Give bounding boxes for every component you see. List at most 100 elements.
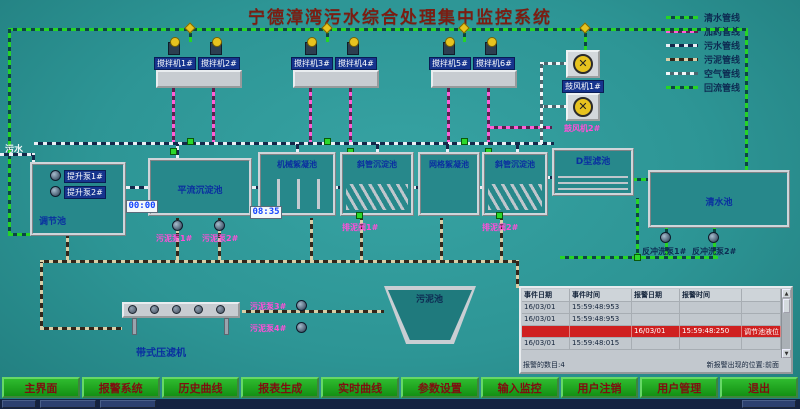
nav-button-user-mgmt[interactable]: 用户管理 [640,377,719,398]
alarm-row-active[interactable]: 16/03/01 15:59:48:250 调节池液位 [522,326,781,338]
mixer-icon[interactable] [443,37,455,55]
scroll-down-icon[interactable]: ▼ [782,349,791,358]
pump-icon[interactable] [296,300,307,311]
column-header[interactable]: 报警日期 [632,289,680,301]
pump-icon[interactable] [172,220,183,231]
pump-label[interactable]: 反冲洗泵2# [692,247,737,256]
pump-label[interactable]: 污泥泵1# [156,234,193,243]
mixer-icon[interactable] [210,37,222,55]
mixer-label[interactable]: 搅拌机6# [473,57,515,70]
taskbar-item[interactable] [40,400,96,408]
valve-icon[interactable] [187,138,194,145]
roller-icon [194,305,203,314]
pump-label[interactable]: 提升泵2# [64,186,106,199]
cell [570,326,632,337]
alarm-position: 新报警出现的位置:前面 [706,361,779,369]
blower-label[interactable]: 鼓风机1# [562,80,604,93]
column-header[interactable] [742,289,781,301]
valve-icon[interactable] [356,212,363,219]
valve-icon[interactable] [496,212,503,219]
sludge-pipe [440,218,443,260]
nav-button-exit[interactable]: 退出 [720,377,798,398]
mixer-icon[interactable] [168,37,180,55]
pump-icon[interactable] [214,220,225,231]
sludge-pipe [40,327,122,330]
mixer-label[interactable]: 搅拌机1# [154,57,196,70]
valve-icon[interactable] [170,148,177,155]
clear-water-pipe [8,28,748,31]
pump-label[interactable]: 污泥泵2# [202,234,239,243]
alarm-grid: 事件日期 事件时间 报警日期 报警时间 16/03/01 15:59:48:95… [522,289,781,350]
mixer-label[interactable]: 搅拌机5# [429,57,471,70]
legend-row: 污泥管线 [666,52,794,66]
alarm-row[interactable]: 16/03/01 15:59:48:953 [522,302,781,314]
pump-icon[interactable] [660,232,671,243]
tube-media-icon [488,184,542,210]
pump-label[interactable]: 污泥泵3# [250,302,287,311]
mixer-icon[interactable] [347,37,359,55]
alarm-footer: 报警的数目:4 新报警出现的位置:前面 [523,360,779,370]
sludge-pipe [176,218,179,260]
air-pipe [540,105,568,108]
pump-icon[interactable] [296,322,307,333]
mixer-label[interactable]: 搅拌机2# [198,57,240,70]
mixer-icon[interactable] [305,37,317,55]
pump-icon[interactable] [50,170,61,181]
nav-button-parameters[interactable]: 参数设置 [400,377,479,398]
column-header[interactable]: 事件日期 [522,289,570,301]
cell: 15:59:48:250 [680,326,742,337]
pump-icon[interactable] [708,232,719,243]
nav-button-alarm-system[interactable]: 报警系统 [81,377,160,398]
valve-icon[interactable] [634,254,641,261]
sewage-pipe [412,186,420,189]
tank-label: D型滤池 [575,157,611,167]
nav-button-main[interactable]: 主界面 [2,377,80,398]
blower-label[interactable]: 鼓风机2# [564,124,601,133]
valve-icon[interactable] [461,138,468,145]
alarm-row[interactable]: 16/03/01 15:59:48:953 [522,314,781,326]
dosing-pipe [447,88,450,144]
pump-label[interactable]: 提升泵1# [64,170,106,183]
pump-label[interactable]: 反冲洗泵1# [642,247,687,256]
press-leg [132,318,137,335]
mixer-label[interactable]: 搅拌机3# [291,57,333,70]
sludge-pipe [40,260,518,263]
valve-label[interactable]: 排泥阀2# [482,223,519,232]
system-tray[interactable] [742,400,796,408]
nav-button-logout[interactable]: 用户注销 [560,377,639,398]
legend-label: 污水管线 [704,41,741,52]
valve-label[interactable]: 排泥阀1# [342,223,379,232]
sludge-pipe [40,262,43,330]
clear-water-pipe [584,31,587,51]
regulation-tank: 调节池 [30,162,126,236]
pump-label[interactable]: 污泥泵4# [250,324,287,333]
nav-button-input-monitor[interactable]: 输入监控 [480,377,559,398]
nav-button-report[interactable]: 报表生成 [241,377,320,398]
blower-icon[interactable]: ✕ [566,93,600,121]
dosing-line-icon [666,29,698,33]
sludge-pipe [310,218,313,260]
nav-button-realtime-curve[interactable]: 实时曲线 [321,377,399,398]
taskbar-item[interactable] [100,400,156,408]
scroll-up-icon[interactable]: ▲ [782,289,791,298]
column-header[interactable]: 事件时间 [570,289,632,301]
legend-row: 加药管线 [666,24,794,38]
cell: 调节池液位 [744,326,781,337]
start-button[interactable] [2,400,36,408]
blower-icon[interactable]: ✕ [566,50,600,78]
mixer-icon[interactable] [485,37,497,55]
tank-label: 平流沉淀池 [177,186,223,196]
clear-water-pipe [632,178,648,181]
valve-icon[interactable] [324,138,331,145]
scroll-thumb[interactable] [783,299,790,313]
mixer-label[interactable]: 搅拌机4# [335,57,377,70]
sewage-pipe [296,144,299,153]
column-header[interactable]: 报警时间 [680,289,742,301]
cell [522,326,570,337]
nav-button-history-curve[interactable]: 历史曲线 [161,377,240,398]
legend-row: 污水管线 [666,38,794,52]
cell: 16/03/01 [522,302,570,313]
alarm-scrollbar[interactable]: ▲ ▼ [781,289,791,358]
pump-icon[interactable] [50,186,61,197]
alarm-row[interactable]: 16/03/01 15:59:48:015 [522,338,781,350]
